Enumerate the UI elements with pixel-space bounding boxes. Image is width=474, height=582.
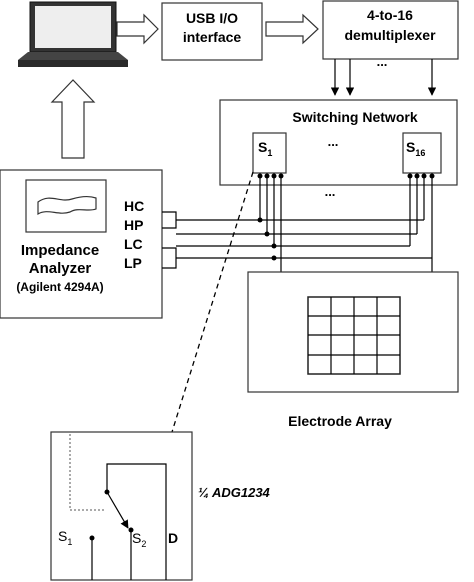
switch-s1-label: S1 <box>258 139 272 158</box>
s16-output-wires <box>407 173 435 272</box>
laptop-icon <box>18 1 128 67</box>
arrow-analyzer-to-laptop <box>50 79 96 159</box>
detail-d-label: D <box>168 530 178 546</box>
electrode-array-box <box>247 271 459 393</box>
demultiplexer-box: 4-to-16 demultiplexer <box>322 0 459 60</box>
port-lp-label: LP <box>124 255 142 271</box>
usb-line2: interface <box>183 29 242 45</box>
impedance-analyzer-box: Impedance Analyzer (Agilent 4294A) HC HP… <box>0 169 163 319</box>
port-hp-label: HP <box>124 217 143 233</box>
arrow-laptop-to-usb <box>116 13 159 45</box>
port-lc-label: LC <box>124 236 143 252</box>
switching-network-box: Switching Network S1 S16 ... <box>219 99 458 186</box>
switch-s1-box <box>252 132 287 174</box>
analyzer-line2: Analyzer <box>29 260 92 277</box>
detail-s2-label: S2 <box>132 530 146 549</box>
demux-ellipsis: ... <box>377 54 388 69</box>
switching-ellipsis-bottom: ... <box>325 184 336 199</box>
switching-title: Switching Network <box>292 109 417 125</box>
demux-line2: demultiplexer <box>344 27 436 43</box>
demux-output-arrows <box>330 59 437 96</box>
switch-s16-label: S16 <box>406 139 425 158</box>
switch-s16-box <box>402 132 442 174</box>
adg1234-label: ¼ ADG1234 <box>198 485 271 500</box>
demux-line1: 4-to-16 <box>367 7 413 23</box>
arrow-usb-to-demux <box>265 13 319 45</box>
analyzer-port-wiring <box>162 211 432 269</box>
adg1234-detail-box: S1 S2 D <box>50 431 193 581</box>
usb-line1: USB I/O <box>186 10 238 26</box>
zoom-dashed-line <box>171 171 254 433</box>
usb-io-box: USB I/O interface <box>161 2 263 61</box>
analyzer-model: (Agilent 4294A) <box>16 280 103 294</box>
detail-dotted-path <box>69 434 106 511</box>
s1-output-wires <box>257 173 284 272</box>
analyzer-waveform-icon <box>37 196 97 216</box>
detail-s1-label: S1 <box>58 528 72 547</box>
electrode-array-label: Electrode Array <box>288 413 392 429</box>
port-hc-label: HC <box>124 198 144 214</box>
switching-ellipsis-top: ... <box>328 134 339 149</box>
analyzer-line1: Impedance <box>21 242 99 259</box>
